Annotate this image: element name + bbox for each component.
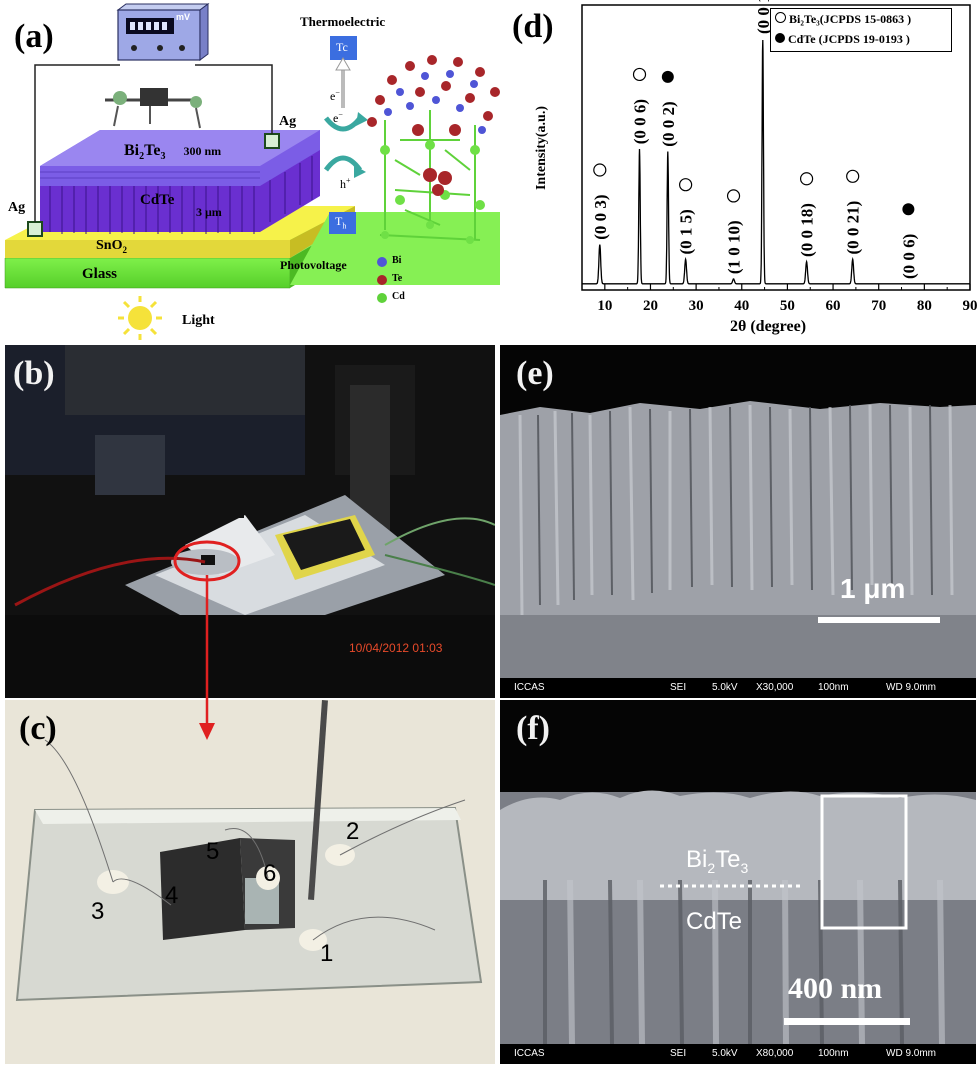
peak-label-2: (0 0 2) — [659, 101, 678, 146]
ag-contact-left — [27, 221, 43, 237]
panel-d-label: (d) — [512, 8, 554, 45]
bi2te3-marker — [799, 172, 814, 186]
xrd-pattern-line — [582, 39, 970, 285]
xrd-legend-cdte: CdTe (JCPDS 19-0193 ) — [775, 29, 951, 49]
legend-bi: Bi — [392, 255, 402, 266]
panel-f-sem: (f) Bi2Te3 CdTe 400 nm ICCAS SEI 5.0kV X… — [500, 700, 976, 1064]
peak-label-7: (0 0 21) — [844, 201, 863, 255]
x-tick-label: 50 — [780, 298, 795, 314]
cdte-marker — [661, 70, 674, 83]
peak-label-8: (0 0 6) — [899, 234, 918, 279]
tc-label: Tc — [336, 40, 348, 54]
cdte-label: CdTe — [140, 192, 175, 208]
glass-label: Glass — [82, 266, 118, 282]
peak-label-0: (0 0 3) — [591, 194, 610, 239]
sem-info-bar-f: ICCAS SEI 5.0kV X80,000 100nm WD 9.0mm — [500, 1044, 976, 1064]
scalebar-e-label: 1 μm — [840, 573, 906, 604]
legend-dot-te — [377, 275, 387, 285]
cdte-marker — [902, 203, 915, 216]
sem-info-bar-e: ICCAS SEI 5.0kV X30,000 100nm WD 9.0mm — [500, 678, 976, 698]
panel-a-label: (a) — [14, 18, 54, 55]
thermoelectric-label: Thermoelectric — [300, 14, 386, 29]
ag-contact-right — [264, 133, 280, 149]
scalebar-f-label: 400 nm — [788, 972, 883, 1005]
contact-1: 1 — [320, 940, 334, 967]
scalebar-f — [784, 1018, 910, 1025]
peak-label-3: (0 1 5) — [677, 209, 696, 254]
electron-label-2: e− — [333, 110, 343, 125]
ag-right-label: Ag — [279, 114, 297, 129]
scalebar-e — [818, 617, 940, 623]
contact-4: 4 — [165, 882, 179, 909]
legend-dot-cd — [377, 293, 387, 303]
layer-label-cdte: CdTe — [686, 908, 743, 935]
x-tick-label: 40 — [734, 298, 749, 314]
contact-5: 5 — [206, 838, 220, 865]
contact-6: 6 — [263, 860, 277, 887]
bi2te3-marker — [726, 189, 741, 203]
x-tick-label: 30 — [689, 298, 704, 314]
light-label: Light — [182, 313, 215, 328]
x-tick-label: 10 — [597, 298, 612, 314]
bi2te3-label: Bi2Te3 300 nm — [124, 142, 222, 163]
peak-label-5: (0 0 15) — [754, 0, 773, 34]
bi2te3-marker — [846, 169, 860, 183]
th-box — [329, 212, 356, 234]
panel-b-label: (b) — [13, 355, 55, 392]
x-tick-label: 60 — [826, 298, 841, 314]
th-label: Th — [335, 214, 347, 231]
panel-a: (a) — [0, 0, 500, 340]
crystal-structure — [367, 55, 500, 244]
plot-frame — [581, 4, 971, 291]
xrd-legend-bi2te3: Bi₂Te₃(JCPDS 15-0863 ) — [775, 9, 951, 29]
bi2te3-marker — [593, 163, 607, 177]
xrd-ylabel: Intensity(a.u.) — [534, 106, 549, 191]
panel-d: (d) 10 20 30 40 50 60 70 80 90 (0 0 3) (0 0 6) (0 0… — [500, 0, 980, 345]
panel-b-photo: (b) 10/04/2012 01:03 — [5, 345, 495, 698]
xrd-chart: 10 20 30 40 50 60 70 80 90 (0 0 3) (0 0 6) (0 0 2) (… — [581, 0, 978, 314]
meter-unit: mV — [176, 12, 191, 22]
legend-cd: Cd — [392, 291, 405, 302]
x-tick-label: 90 — [963, 298, 978, 314]
x-tick-label: 20 — [643, 298, 658, 314]
panel-e-sem: (e) 1 μm ICCAS SEI 5.0kV X30,000 100nm W… — [500, 345, 976, 698]
x-tick-label: 70 — [871, 298, 886, 314]
sun-icon — [118, 296, 162, 340]
highlight-box — [820, 794, 908, 930]
panel-c-photo: (c) 1 2 3 4 5 6 — [5, 700, 495, 1064]
contact-3: 3 — [91, 898, 105, 925]
link-arrow — [199, 575, 215, 740]
legend-dot-bi — [377, 257, 387, 267]
x-tick-label: 80 — [917, 298, 932, 314]
panel-f-label: (f) — [516, 710, 550, 747]
contact-2: 2 — [346, 818, 360, 845]
bi2te3-marker — [679, 178, 693, 192]
xrd-legend: Bi₂Te₃(JCPDS 15-0863 ) CdTe (JCPDS 19-01… — [770, 8, 952, 52]
xrd-xlabel: 2θ (degree) — [730, 318, 807, 335]
electron-label-1: e− — [330, 88, 340, 103]
photo-timestamp: 10/04/2012 01:03 — [349, 641, 443, 655]
panel-c-label: (c) — [19, 710, 57, 747]
panel-e-label: (e) — [516, 355, 554, 392]
peak-label-6: (0 0 18) — [798, 203, 817, 257]
device-schematic — [4, 3, 500, 340]
peak-label-1: (0 0 6) — [631, 99, 650, 144]
tc-box — [330, 36, 357, 60]
ag-left-label: Ag — [8, 200, 26, 215]
photovoltage-label: Photovoltage — [280, 258, 347, 272]
peak-label-4: (1 0 10) — [725, 220, 744, 274]
hole-label: h+ — [340, 176, 351, 191]
cdte-thickness-label: 3 μm — [196, 205, 222, 219]
legend-te: Te — [392, 273, 403, 284]
layer-label-bi2te3: Bi2Te3 — [686, 846, 749, 876]
bi2te3-marker — [632, 67, 647, 82]
sno2-label: SnO2 — [96, 238, 127, 255]
